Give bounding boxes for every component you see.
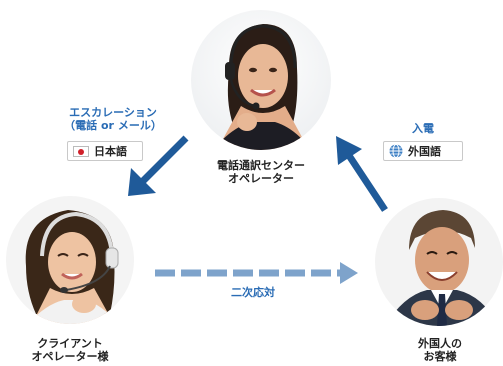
japanese-badge: 日本語 bbox=[67, 141, 143, 161]
arrow-customer-to-operator bbox=[336, 136, 388, 212]
escalation-label: エスカレーション （電話 or メール） bbox=[53, 106, 173, 132]
operator-caption-line2: オペレーター bbox=[228, 172, 294, 185]
client-caption-line2: オペレーター様 bbox=[31, 350, 109, 363]
customer-photo bbox=[375, 198, 503, 326]
operator-caption: 電話通訳センター オペレーター bbox=[201, 159, 321, 185]
escalation-line1: エスカレーション bbox=[69, 106, 157, 119]
client-caption-line1: クライアント bbox=[37, 337, 103, 350]
customer-caption-line2: お客様 bbox=[423, 350, 457, 363]
globe-icon bbox=[389, 144, 403, 158]
operator-photo bbox=[191, 10, 331, 150]
customer-caption-line1: 外国人の bbox=[418, 337, 462, 350]
foreign-language-badge: 外国語 bbox=[383, 141, 463, 161]
operator-caption-line1: 電話通訳センター bbox=[217, 159, 305, 172]
client-caption: クライアント オペレーター様 bbox=[20, 337, 120, 363]
foreign-language-badge-label: 外国語 bbox=[408, 145, 441, 158]
escalation-line2: （電話 or メール） bbox=[64, 119, 162, 132]
japan-flag-icon bbox=[73, 145, 89, 157]
secondary-response-label: 二次応対 bbox=[231, 286, 275, 299]
incoming-label: 入電 bbox=[412, 122, 434, 135]
client-photo bbox=[6, 196, 134, 324]
arrow-client-to-customer bbox=[155, 262, 358, 284]
arrow-operator-to-client bbox=[128, 135, 189, 196]
customer-caption: 外国人の お客様 bbox=[400, 337, 480, 363]
japanese-badge-label: 日本語 bbox=[94, 145, 127, 158]
